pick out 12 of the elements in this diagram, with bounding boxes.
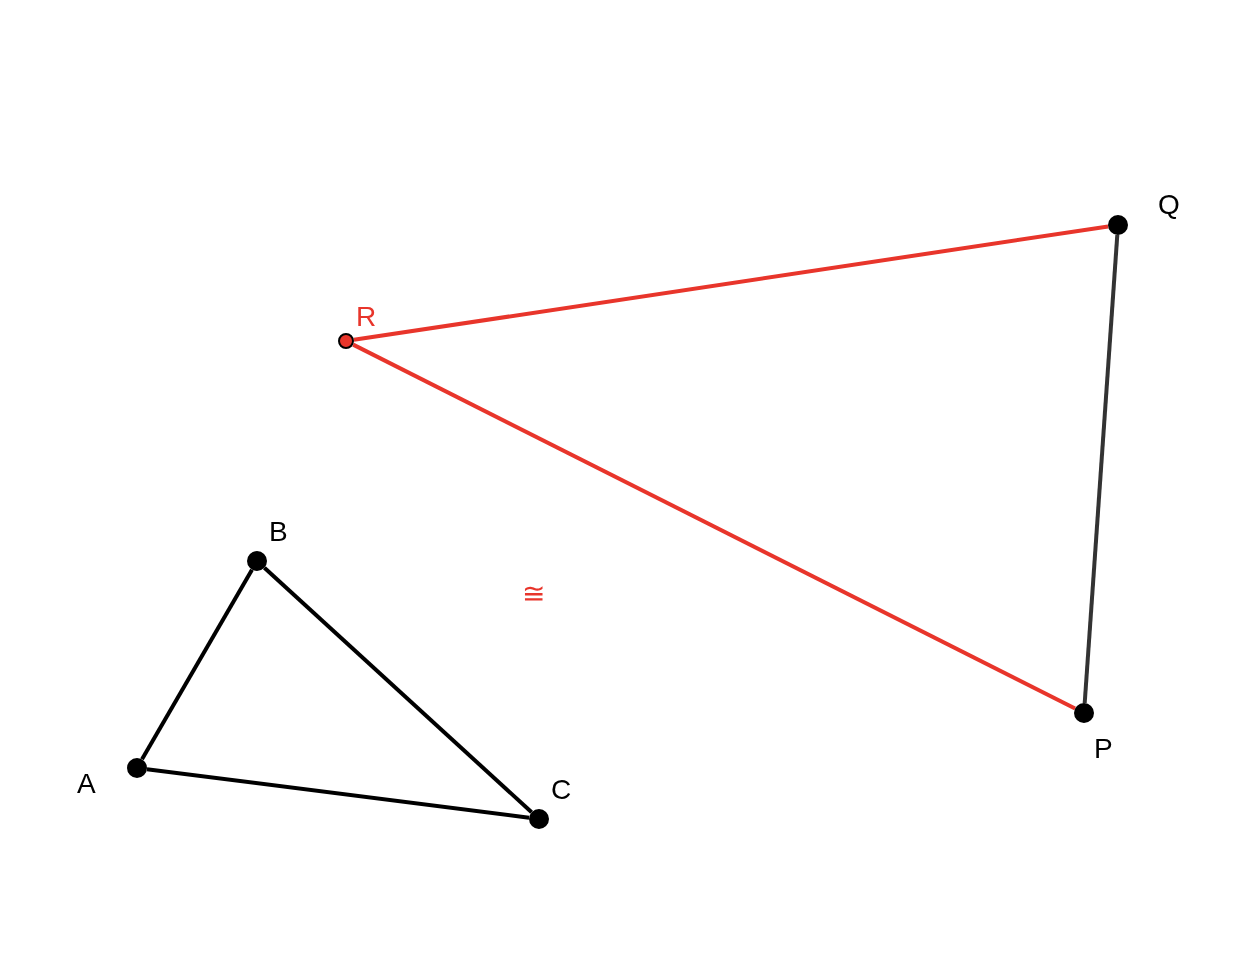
line-segment xyxy=(263,566,533,814)
point-label: R xyxy=(356,303,377,331)
line-segment xyxy=(140,568,254,761)
point-label: C xyxy=(551,776,572,804)
line-segment xyxy=(353,224,1109,342)
point-label: B xyxy=(269,518,288,546)
line-segment xyxy=(1082,234,1120,704)
point-label: P xyxy=(1094,735,1113,763)
line-segment xyxy=(146,767,530,820)
point-label: Q xyxy=(1158,191,1180,219)
congruence-symbol: ≅ xyxy=(522,580,545,608)
point-label: A xyxy=(77,770,96,798)
